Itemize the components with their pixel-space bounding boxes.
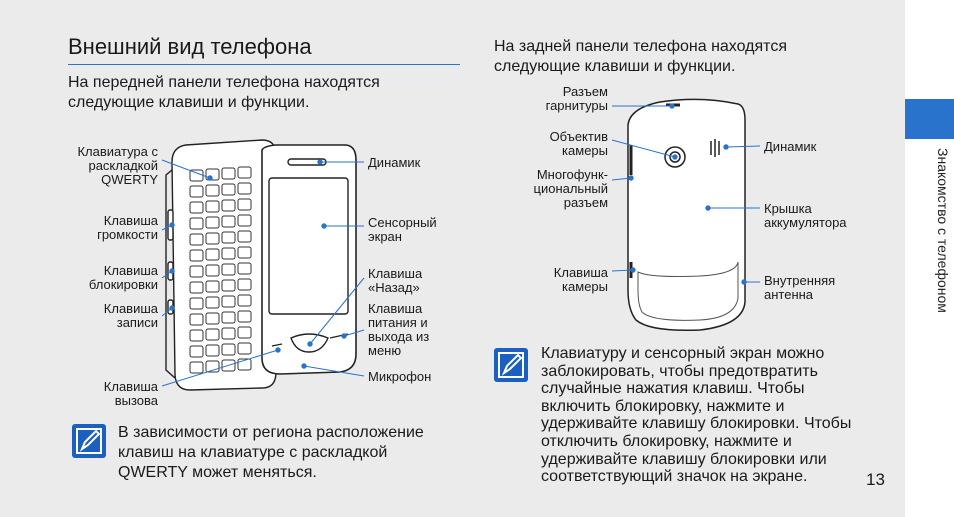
back-intro: На задней панели телефона находятся след… (494, 37, 787, 77)
note-line: клавиш на клавиатуре с раскладкой (118, 444, 388, 461)
label-line: записи (116, 315, 158, 330)
note-line: соответствующий значок на экране. (541, 468, 808, 486)
label-line: аккумулятора (764, 215, 847, 230)
label-line: камеры (562, 279, 608, 294)
note-line: В зависимости от региона расположение (118, 424, 424, 441)
back-intro-line: следующие клавиши и функции. (494, 58, 736, 75)
label-line: Клавиша (103, 263, 158, 278)
label-line: Клавиша (368, 266, 423, 281)
label-line: QWERTY (101, 172, 158, 187)
label-line: Клавиша (553, 265, 608, 280)
note-line: QWERTY может меняться. (118, 464, 317, 481)
back-speaker-shape (710, 139, 720, 157)
note-line: удерживайте клавишу блокировки или (541, 450, 827, 468)
label-lock-key: Клавиша блокировки (89, 264, 158, 292)
label-line: разъем (563, 195, 608, 210)
label-line: Клавиша (103, 379, 158, 394)
keyboard-side-edge (165, 169, 176, 379)
page-title: Внешний вид телефона (68, 34, 312, 59)
label-line: питания и (368, 315, 428, 330)
label-call-key: Клавиша вызова (104, 380, 158, 408)
back-intro-line: На задней панели телефона находятся (494, 38, 787, 55)
label-qwerty-keyboard: Клавиатура с раскладкой QWERTY (77, 145, 158, 187)
section-tab-title: Знакомство с телефоном (935, 148, 951, 313)
label-line: вызова (114, 393, 158, 408)
note-line: включить блокировку, нажмите и (541, 397, 785, 415)
note-line: случайные нажатия клавиш. Чтобы (541, 380, 805, 398)
note-right: Клавиатуру и сенсорный экран можно забло… (541, 345, 851, 486)
label-camera-key: Клавиша камеры (554, 266, 608, 294)
label-line: блокировки (88, 277, 158, 292)
label-line: Крышка (764, 201, 812, 216)
front-phone-illustration (165, 139, 357, 391)
phone-illustrations (161, 98, 761, 391)
front-intro: На передней панели телефона находятся сл… (68, 73, 380, 113)
label-line: Внутренняя (764, 273, 836, 288)
label-line: камеры (562, 143, 608, 158)
callout-lines (161, 103, 761, 387)
back-phone-body (627, 98, 746, 332)
section-tab-marker (905, 99, 954, 139)
note-left: В зависимости от региона расположение кл… (118, 423, 424, 483)
label-back-speaker: Динамик (764, 140, 816, 154)
label-line: «Назад» (368, 280, 420, 295)
label-touchscreen: Сенсорный экран (368, 216, 437, 244)
label-back-key: Клавиша «Назад» (368, 267, 422, 295)
label-line: Клавиша (368, 301, 423, 316)
note-line: отключить блокировку, нажмите и (541, 432, 792, 450)
label-line: Микрофон (368, 369, 432, 384)
front-intro-line: следующие клавиши и функции. (68, 94, 310, 111)
label-volume-key: Клавиша громкости (97, 214, 158, 242)
note-line: удерживайте клавишу блокировки. Чтобы (541, 415, 852, 433)
label-line: раскладкой (88, 158, 158, 173)
label-line: Сенсорный (368, 215, 437, 230)
note-pencil-icon (494, 348, 528, 382)
note-line: Клавиатуру и сенсорный экран можно (541, 345, 825, 362)
label-line: Объектив (549, 129, 608, 144)
label-microphone: Микрофон (368, 370, 431, 384)
label-line: Динамик (368, 155, 421, 170)
page-number: 13 (866, 470, 885, 489)
label-speaker: Динамик (368, 156, 420, 170)
label-line: циональный (533, 181, 609, 196)
label-headset-jack: Разъем гарнитуры (546, 85, 608, 113)
label-line: Клавиша (103, 301, 158, 316)
label-battery-cover: Крышка аккумулятора (764, 202, 847, 230)
note-line: заблокировать, чтобы предотвратить (541, 362, 818, 380)
label-line: Клавиатура с (77, 144, 158, 159)
label-power-key: Клавиша питания и выхода из меню (368, 302, 429, 358)
label-line: меню (368, 343, 402, 358)
qwerty-keys (189, 166, 252, 374)
label-line: выхода из (368, 329, 430, 344)
note-pencil-icon (72, 424, 106, 458)
label-line: Многофунк- (536, 167, 608, 182)
touchscreen-shape (268, 177, 349, 315)
label-line: Разъем (562, 84, 608, 99)
label-line: экран (368, 229, 402, 244)
back-phone-illustration (627, 98, 746, 332)
call-key-shape (271, 343, 283, 347)
label-internal-antenna: Внутренняя антенна (764, 274, 835, 302)
manual-page (0, 0, 905, 517)
section-tab-strip (905, 0, 954, 517)
label-camera-lens: Объектив камеры (550, 130, 608, 158)
front-intro-line: На передней панели телефона находятся (68, 74, 380, 91)
label-line: громкости (97, 227, 158, 242)
label-record-key: Клавиша записи (104, 302, 158, 330)
label-line: гарнитуры (545, 98, 608, 113)
label-multi-connector: Многофунк- циональный разъем (534, 168, 609, 210)
label-line: Клавиша (103, 213, 158, 228)
label-line: антенна (764, 287, 814, 302)
title-rule (68, 64, 460, 65)
battery-cover-outline (637, 261, 739, 321)
label-line: Динамик (764, 139, 817, 154)
